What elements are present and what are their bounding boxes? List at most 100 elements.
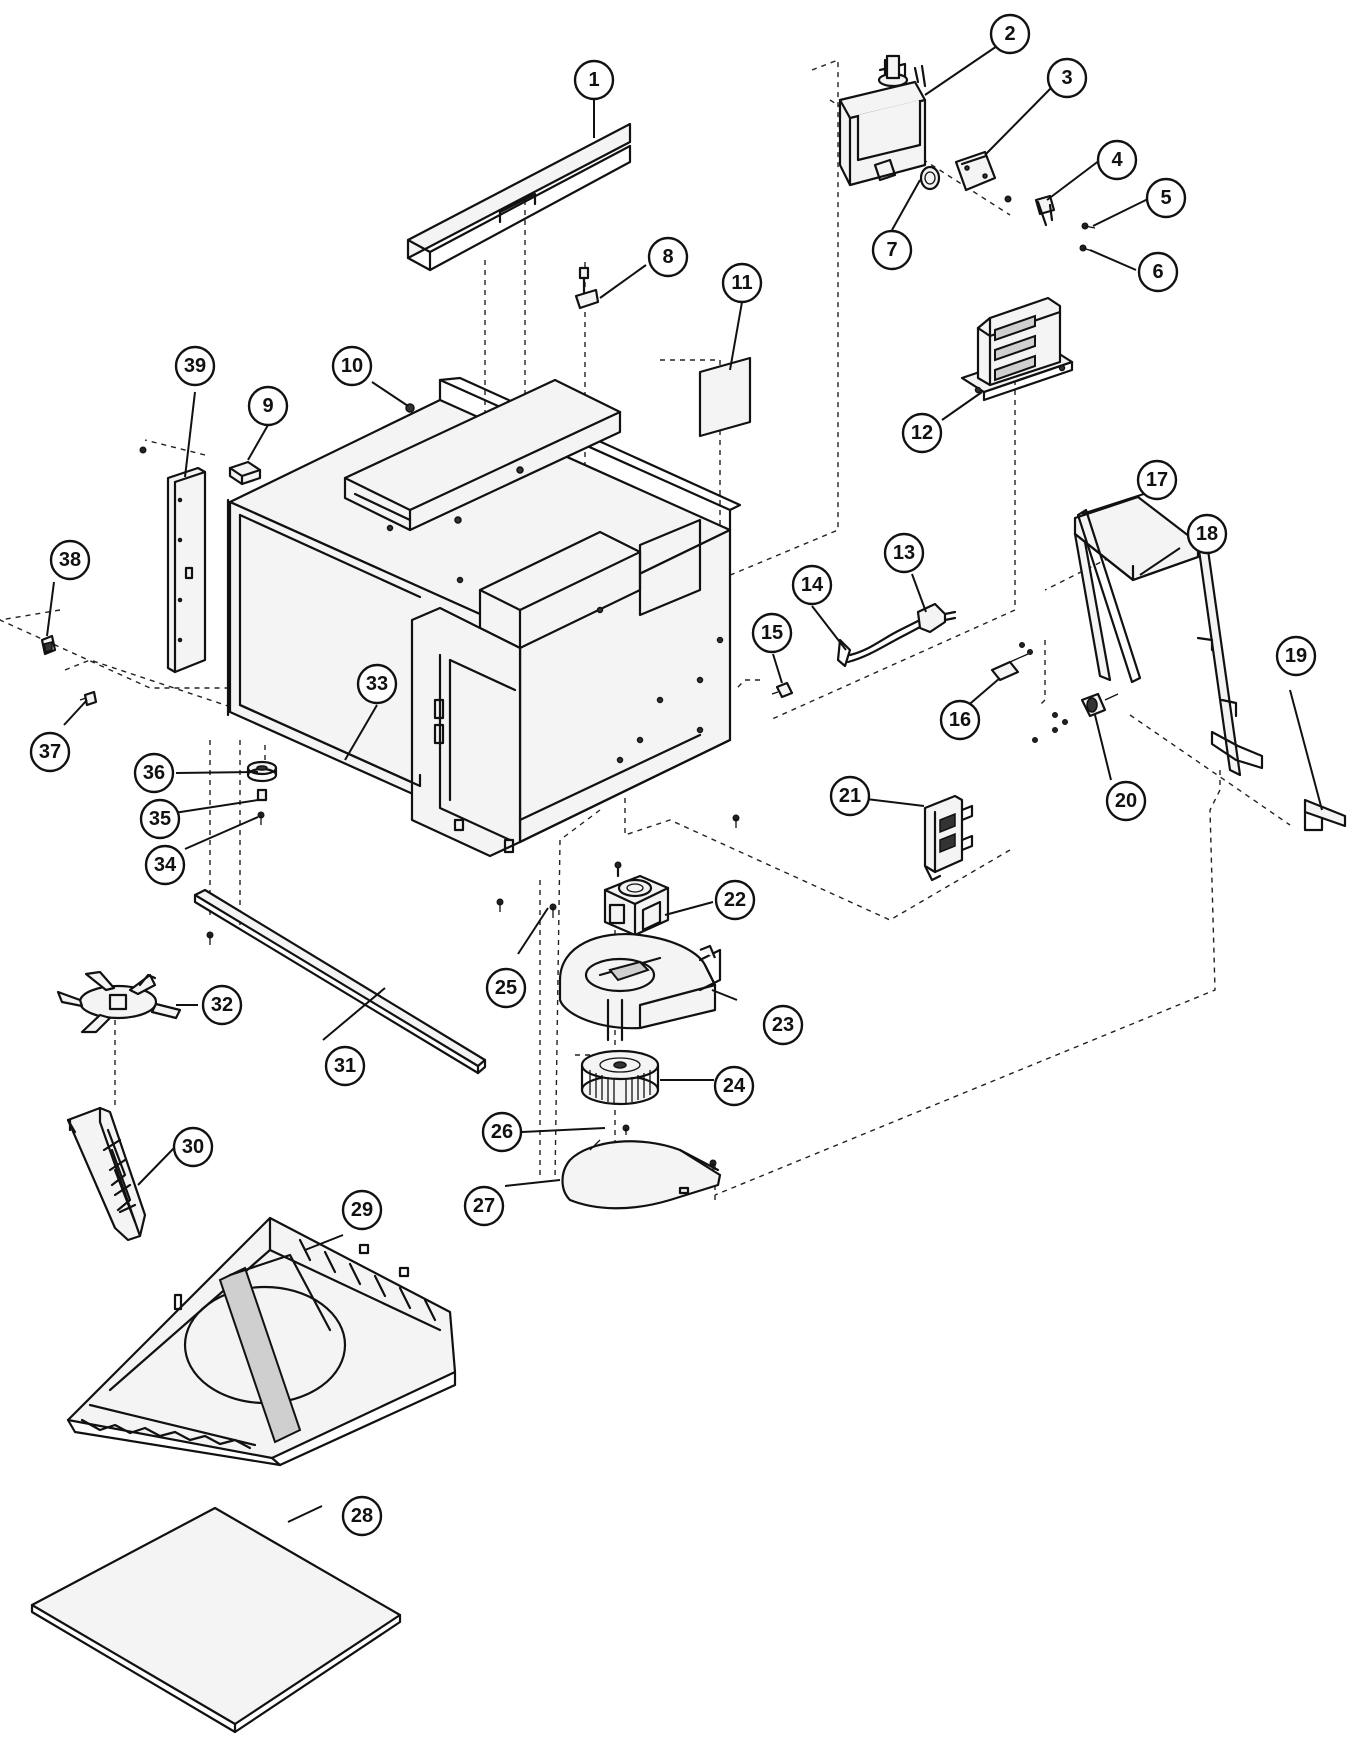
callout-7: 7 — [871, 229, 913, 271]
svg-text:10: 10 — [341, 355, 363, 377]
svg-text:7: 7 — [886, 239, 897, 261]
svg-text:39: 39 — [184, 355, 206, 377]
svg-text:23: 23 — [772, 1014, 794, 1036]
svg-text:28: 28 — [351, 1505, 373, 1527]
part-base-tray — [66, 1216, 457, 1467]
part-small-clip — [79, 690, 98, 707]
svg-text:15: 15 — [761, 622, 783, 644]
part-small-connector — [771, 681, 794, 699]
svg-text:14: 14 — [801, 574, 824, 596]
part-clip — [40, 634, 57, 656]
part-bottom-rail — [193, 888, 487, 1075]
part-top-rail — [406, 122, 632, 272]
svg-text:32: 32 — [211, 994, 233, 1016]
part-lamp-socket — [1032, 692, 1119, 743]
svg-text:30: 30 — [182, 1136, 204, 1158]
svg-text:16: 16 — [949, 709, 971, 731]
svg-text:20: 20 — [1115, 790, 1137, 812]
callout-31: 31 — [324, 1045, 366, 1087]
callout-35: 35 — [139, 798, 181, 840]
svg-text:25: 25 — [495, 977, 517, 999]
callout-6: 6 — [1137, 251, 1179, 293]
svg-text:2: 2 — [1004, 23, 1015, 45]
part-control-bracket — [1073, 495, 1347, 832]
callout-20: 20 — [1105, 780, 1147, 822]
part-small-block — [228, 460, 262, 486]
callout-3: 3 — [1046, 57, 1088, 99]
part-thermal-cutout — [1004, 194, 1096, 253]
svg-text:17: 17 — [1146, 469, 1168, 491]
callout-36: 36 — [133, 752, 175, 794]
callout-bubbles: 1 2 3 4 5 6 7 8 9 10 11 12 13 14 15 16 1… — [29, 13, 1317, 1537]
part-blower-wheel — [580, 1049, 660, 1106]
callout-1: 1 — [573, 59, 615, 101]
svg-text:35: 35 — [149, 808, 171, 830]
part-power-cord — [836, 602, 957, 668]
svg-text:13: 13 — [893, 542, 915, 564]
callout-32: 32 — [201, 984, 243, 1026]
svg-text:21: 21 — [839, 785, 861, 807]
callout-10: 10 — [331, 345, 373, 387]
part-roller-foot — [246, 760, 278, 825]
callout-16: 16 — [939, 699, 981, 741]
svg-text:37: 37 — [39, 741, 61, 763]
callout-37: 37 — [29, 731, 71, 773]
callout-2: 2 — [989, 13, 1031, 55]
svg-text:9: 9 — [262, 395, 273, 417]
callout-15: 15 — [751, 612, 793, 654]
part-blower-housing — [558, 933, 722, 1042]
callout-14: 14 — [791, 564, 833, 606]
svg-text:38: 38 — [59, 549, 81, 571]
svg-text:8: 8 — [662, 246, 673, 268]
svg-text:27: 27 — [473, 1195, 495, 1217]
callout-34: 34 — [144, 844, 186, 886]
callout-26: 26 — [481, 1111, 523, 1153]
leader-lines — [46, 43, 1323, 1523]
svg-text:11: 11 — [731, 272, 752, 294]
svg-text:18: 18 — [1196, 523, 1218, 545]
callout-5: 5 — [1145, 177, 1187, 219]
part-oven-cavity — [226, 376, 742, 858]
part-side-bracket — [139, 446, 207, 674]
callout-29: 29 — [341, 1189, 383, 1231]
part-blower-base-plate — [561, 1139, 722, 1210]
callout-22: 22 — [714, 879, 756, 921]
callout-24: 24 — [713, 1065, 755, 1107]
svg-text:31: 31 — [334, 1055, 356, 1077]
part-cavity-seal — [238, 703, 422, 788]
svg-text:12: 12 — [911, 422, 933, 444]
svg-text:5: 5 — [1160, 187, 1171, 209]
callout-4: 4 — [1096, 139, 1138, 181]
part-stirrer-fan — [56, 970, 182, 1034]
svg-text:19: 19 — [1285, 645, 1307, 667]
svg-text:29: 29 — [351, 1199, 373, 1221]
part-stirrer-bracket — [66, 1106, 147, 1242]
callout-38: 38 — [49, 539, 91, 581]
part-label-sheet — [698, 356, 752, 438]
callout-8: 8 — [647, 236, 689, 278]
callout-18: 18 — [1186, 513, 1228, 555]
part-switch-assembly — [923, 794, 974, 882]
callout-9: 9 — [247, 385, 289, 427]
callout-19: 19 — [1275, 635, 1317, 677]
svg-text:33: 33 — [366, 673, 388, 695]
callout-21: 21 — [829, 775, 871, 817]
callout-11: 11 — [721, 262, 763, 304]
part-antenna-gasket — [919, 165, 941, 191]
svg-text:3: 3 — [1061, 67, 1072, 89]
callout-17: 17 — [1136, 459, 1178, 501]
svg-text:24: 24 — [723, 1075, 746, 1097]
svg-text:36: 36 — [143, 762, 165, 784]
part-mounting-screw — [574, 266, 600, 310]
callout-25: 25 — [485, 967, 527, 1009]
part-transformer — [960, 296, 1074, 402]
svg-text:22: 22 — [724, 889, 746, 911]
svg-text:4: 4 — [1111, 149, 1123, 171]
callout-12: 12 — [901, 412, 943, 454]
callout-23: 23 — [762, 1004, 804, 1046]
svg-text:26: 26 — [491, 1121, 513, 1143]
svg-text:6: 6 — [1152, 261, 1163, 283]
part-gasket-plate — [954, 150, 997, 192]
callout-27: 27 — [463, 1185, 505, 1227]
